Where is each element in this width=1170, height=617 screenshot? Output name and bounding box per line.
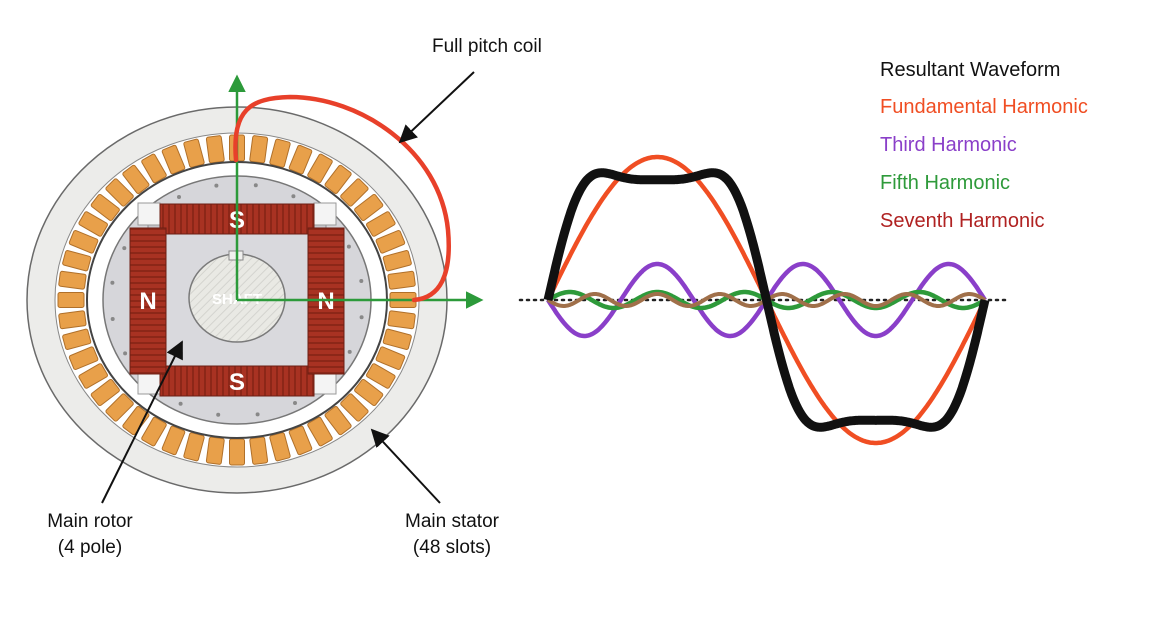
coil-arrow	[398, 71, 475, 144]
stator-label-line1: Main stator	[405, 511, 500, 532]
rotor-bolt	[122, 246, 127, 251]
rotor-bolt	[110, 317, 115, 321]
stator-slot	[68, 230, 99, 254]
stator-slot	[375, 346, 406, 370]
machine-labels: Full pitch coil Main rotor (4 pole) Main…	[47, 36, 542, 558]
stator-slot	[205, 135, 225, 164]
stator-slot	[382, 328, 412, 350]
rotor-bolt	[123, 351, 128, 356]
stator-slot	[161, 144, 186, 175]
pole-label-right: N	[317, 288, 334, 315]
legend-seventh: Seventh Harmonic	[880, 210, 1045, 232]
stator-slot	[141, 416, 167, 447]
rotor-bolt	[293, 401, 297, 405]
stator-slot	[161, 425, 186, 456]
rotor-bolt	[216, 412, 221, 417]
stator-slot	[229, 438, 245, 466]
stator-slot	[105, 393, 134, 422]
stator-slot	[122, 164, 150, 194]
stator-slot	[57, 292, 85, 308]
stator-slot	[249, 135, 269, 164]
stator-slot	[78, 211, 108, 237]
rotor-bolt	[177, 195, 181, 199]
stator-slot	[90, 378, 120, 407]
rotor-bolt	[359, 279, 364, 283]
stator-slot	[269, 138, 291, 168]
full-pitch-coil	[233, 94, 451, 303]
stator-slot	[387, 310, 416, 330]
stator-slot	[68, 346, 99, 370]
rotor-label-line1: Main rotor	[47, 511, 133, 532]
stator-slot	[307, 416, 333, 447]
waveform-plot	[518, 154, 1007, 446]
stator-slot	[183, 138, 205, 168]
stator-slot	[205, 436, 225, 465]
stator-slot	[340, 393, 369, 422]
stator-slot	[375, 230, 406, 254]
pole-winding-left	[129, 227, 167, 375]
machine: S S N N SHAFT	[26, 74, 484, 494]
stator-label-line2: (48 slots)	[413, 537, 491, 558]
pole-label-bottom: S	[229, 369, 245, 396]
core-notch	[313, 202, 337, 226]
stator-slot	[62, 250, 92, 272]
stator-slot	[249, 436, 269, 465]
stator-slot	[324, 406, 352, 436]
rotor-bolt	[346, 244, 351, 249]
legend-third: Third Harmonic	[880, 134, 1017, 156]
resultant-waveform-curve	[543, 168, 990, 432]
stator-slot	[288, 144, 313, 175]
rotor-bolt	[214, 183, 219, 188]
pole-label-left: N	[139, 288, 156, 315]
coil-label: Full pitch coil	[432, 36, 542, 57]
stator-arrow	[370, 428, 441, 504]
rotor-bolt	[253, 183, 258, 188]
stator-slot	[183, 432, 205, 462]
rotor-bolt	[291, 194, 296, 199]
stator-slot	[122, 406, 150, 436]
legend-resultant: Resultant Waveform	[880, 59, 1060, 81]
stator-slot	[62, 328, 92, 350]
stator-slot	[269, 432, 291, 462]
stator-slot	[307, 153, 333, 184]
stator-slot	[354, 378, 384, 407]
stator-slot	[58, 310, 87, 330]
stator-slot	[354, 193, 384, 222]
stator-slot	[382, 250, 412, 272]
stator-slot	[58, 270, 87, 290]
stator-slot	[288, 425, 313, 456]
rotor-bolt	[255, 412, 260, 417]
stator-slot	[141, 153, 167, 184]
rotor-bolt	[359, 315, 364, 320]
pole-winding-bottom	[159, 365, 315, 397]
legend-fifth: Fifth Harmonic	[880, 172, 1010, 194]
stator-slot	[90, 193, 120, 222]
stator-slot	[387, 270, 416, 290]
core-notch	[313, 371, 337, 395]
stator-slots	[57, 134, 417, 466]
rotor-label-line2: (4 pole)	[58, 537, 122, 558]
rotor-bolt	[347, 349, 352, 354]
stator-slot	[366, 211, 396, 237]
core-notch	[137, 202, 161, 226]
stator-slot	[366, 363, 396, 389]
stator-slot	[105, 178, 134, 207]
rotor-arrow	[101, 340, 183, 504]
rotor-bolt	[178, 401, 183, 406]
stator-slot	[78, 363, 108, 389]
legend-fundamental: Fundamental Harmonic	[880, 96, 1088, 118]
stator-slot	[324, 164, 352, 194]
stator-slot	[340, 178, 369, 207]
legend: Resultant Waveform Fundamental Harmonic …	[880, 59, 1088, 232]
rotor-bolt	[110, 280, 115, 285]
